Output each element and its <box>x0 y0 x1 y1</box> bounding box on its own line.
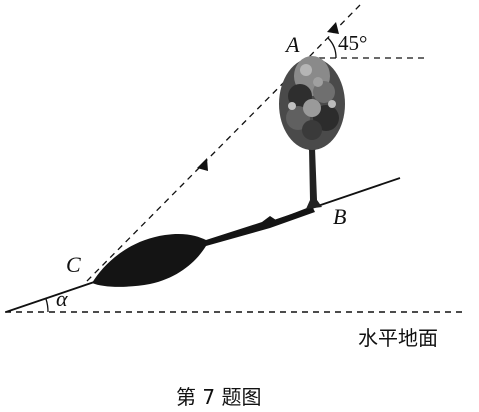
tree-shadow-shape <box>92 206 315 287</box>
ray-arrow-upper-icon <box>327 22 339 34</box>
figure-caption: 第 7 题图 <box>176 385 261 409</box>
tree-icon <box>279 56 345 150</box>
ray-arrow-lower-icon <box>197 158 208 171</box>
label-b: B <box>333 204 346 229</box>
alpha-angle-arc <box>45 298 49 313</box>
tree-trunk <box>306 148 322 209</box>
sun-ray-lower <box>85 57 309 283</box>
label-45-degrees: 45° <box>338 31 367 55</box>
label-ground: 水平地面 <box>358 326 438 350</box>
label-alpha: α <box>56 286 68 311</box>
angle-45-arc <box>327 37 337 59</box>
label-a: A <box>284 32 300 57</box>
label-c: C <box>66 252 81 277</box>
